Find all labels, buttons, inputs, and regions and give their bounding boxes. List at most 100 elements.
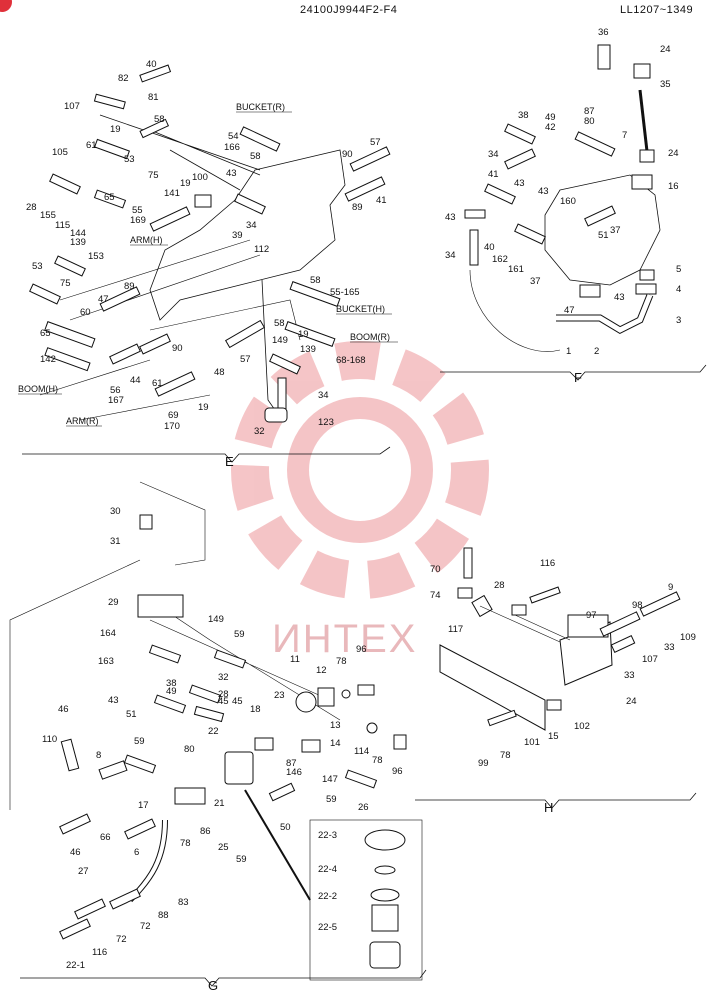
part-number: 18 [250,704,261,715]
part-number: 25 [218,842,229,853]
part-number: 43 [445,212,456,223]
part-number: 24 [660,44,671,55]
watermark-text: ИНТЕХ [272,617,417,661]
part-number: 28 [494,580,505,591]
document-code: 24100J9944F2-F4 [300,4,398,16]
part-number: 34 [318,390,329,401]
part-number: 41 [488,169,499,180]
part-number: 33 [624,670,635,681]
part-number: 7 [622,130,627,141]
part-number: 35 [660,79,671,90]
part-number: 55-165 [330,287,360,298]
section-h: H 70 116 28 74 117 9 98 97 109 33 107 33… [415,547,697,815]
part-number: 78 [180,838,191,849]
part-number: 166 [224,142,240,153]
label-arm-r: ARM(R) [66,416,99,426]
part-number: 107 [642,654,658,665]
part-number: 105 [52,147,68,158]
part-number: 102 [574,721,590,732]
part-number: 49 [166,686,177,697]
part-number: 32 [254,426,265,437]
part-number: 26 [358,802,369,813]
part-number: 23 [274,690,285,701]
part-number: 82 [118,73,129,84]
part-number: 22-5 [318,922,337,933]
part-number: 8 [96,750,101,761]
part-number: 19 [180,178,191,189]
part-number: 88 [158,910,169,921]
part-number: 61 [152,378,163,389]
part-number: 144 [70,228,86,239]
part-number: 44 [130,375,141,386]
section-e: E BUCKET(R) ARM(H) BUCKET(H) BOOM(R) BOO… [18,59,398,469]
part-number: 46 [58,704,69,715]
part-number: 36 [598,27,609,38]
part-number: 49 [545,112,556,123]
part-number: 29 [108,597,119,608]
part-number: 139 [70,237,86,248]
part-number: 16 [668,181,679,192]
part-number: 59 [134,736,145,747]
part-number: 13 [330,720,341,731]
part-number: 78 [336,656,347,667]
part-number: 141 [164,188,180,199]
part-number: 107 [64,101,80,112]
part-number: 70 [430,564,441,575]
part-number: 68-168 [336,355,366,366]
part-number: 61 [86,140,97,151]
part-number: 6 [134,847,139,858]
part-number: 56 [110,385,121,396]
part-number: 38 [518,110,529,121]
part-number: 89 [124,281,135,292]
part-number: 19 [110,124,121,135]
part-number: 116 [92,947,107,958]
part-number: 116 [540,558,555,569]
part-number: 28 [26,202,37,213]
part-number: 2 [594,346,599,357]
part-number: 161 [508,264,524,275]
part-number: 28 [218,689,229,700]
part-number: 160 [560,196,576,207]
part-number: 87 [584,106,595,117]
part-number: 57 [240,354,251,365]
part-number: 114 [354,746,369,757]
part-number: 69 [168,410,179,421]
part-number: 117 [448,624,463,635]
part-number: 37 [610,225,621,236]
part-number: 11 [290,654,300,665]
part-number: 47 [98,294,109,305]
part-number: 96 [392,766,403,777]
part-number: 32 [218,672,229,683]
part-number: 53 [124,154,135,165]
part-number: 51 [598,230,609,241]
part-number: 37 [530,276,541,287]
part-number: 65 [40,328,51,339]
part-number: 59 [326,794,337,805]
part-number: 34 [488,149,499,160]
part-number: 14 [330,738,341,749]
part-number: 80 [584,116,595,127]
part-number: 31 [110,536,121,547]
part-number: 72 [140,921,151,932]
part-number: 34 [246,220,257,231]
part-number: 89 [352,202,363,213]
section-g-letter: G [208,978,218,993]
section-f-letter: F [574,370,582,385]
part-number: 33 [664,642,675,653]
part-number: 75 [60,278,71,289]
part-number: 22-3 [318,830,337,841]
part-number: 169 [130,215,146,226]
part-number: 99 [478,758,489,769]
part-number: 55 [132,205,143,216]
part-number: 110 [42,734,57,745]
label-boom-h: BOOM(H) [18,384,58,394]
part-number: 27 [78,866,89,877]
section-f: F 36 24 35 87 80 7 24 16 38 49 42 34 41 … [440,27,707,385]
part-number: 43 [108,695,119,706]
part-number: 22-1 [66,960,85,971]
part-number: 51 [126,709,137,720]
section-e-letter: E [225,454,234,469]
part-number: 24 [626,696,637,707]
part-number: 155 [40,210,56,221]
part-number: 86 [200,826,211,837]
